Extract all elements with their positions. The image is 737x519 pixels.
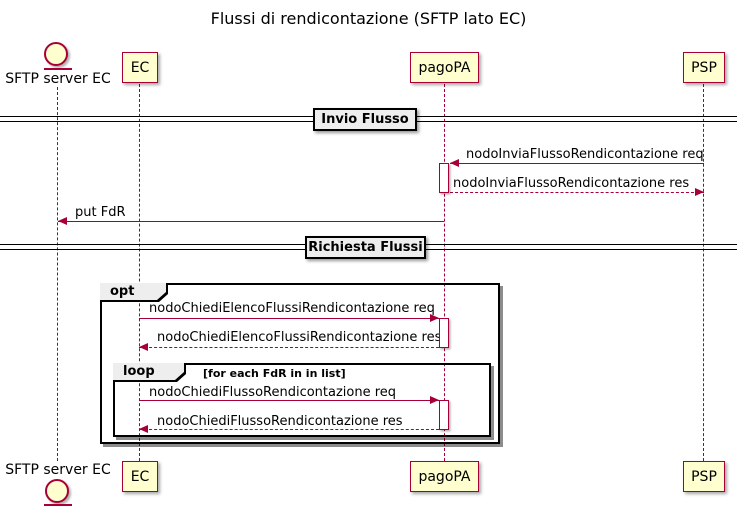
message-line (139, 347, 439, 348)
fragment-loop-keyword: loop (123, 364, 155, 379)
divider-label: Richiesta Flussi (308, 240, 423, 255)
arrowhead-left-icon (139, 425, 148, 433)
participant-pagopa-top: pagoPA (410, 52, 479, 83)
arrowhead-left-icon (58, 217, 67, 225)
message-label: nodoInviaFlussoRendicontazione req (466, 147, 704, 162)
lifeline-sftp-server-ec (57, 87, 58, 461)
participant-label: PSP (691, 59, 717, 76)
participant-pagopa-bottom: pagoPA (410, 461, 479, 492)
participant-label: pagoPA (418, 59, 471, 76)
divider-label: Invio Flusso (321, 112, 409, 127)
fragment-opt: opt (100, 283, 500, 444)
arrowhead-left-icon (139, 343, 148, 351)
fragment-loop: loop [for each FdR in in list] (113, 363, 491, 437)
message-line (58, 221, 444, 222)
lifeline-pagopa (444, 84, 445, 461)
activation-bar-pagopa (439, 400, 449, 430)
participant-label: PSP (691, 468, 717, 485)
participant-label: EC (130, 59, 150, 76)
message-line (139, 318, 439, 319)
message-label: nodoChiediFlussoRendicontazione req (149, 385, 397, 400)
arrowhead-right-icon (695, 188, 704, 196)
fragment-opt-keyword: opt (110, 284, 135, 299)
arrowhead-right-icon (430, 314, 439, 322)
message-label: nodoChiediElencoFlussiRendicontazione re… (149, 301, 435, 316)
message-line (139, 429, 439, 430)
message-label: nodoChiediFlussoRendicontazione res (157, 414, 403, 429)
arrowhead-left-icon (450, 159, 459, 167)
divider-invio-flusso: Invio Flusso (313, 108, 417, 131)
lifeline-psp (703, 84, 704, 461)
participant-sftp-label-bottom: SFTP server EC (5, 462, 111, 478)
participant-ec-top: EC (122, 52, 158, 83)
arrowhead-right-icon (430, 396, 439, 404)
participant-sftp-label-top: SFTP server EC (5, 71, 111, 87)
participant-psp-top: PSP (683, 52, 725, 83)
fragment-loop-guard: [for each FdR in in list] (203, 367, 346, 380)
diagram-title: Flussi di rendicontazione (SFTP lato EC) (210, 9, 527, 28)
participant-ec-bottom: EC (122, 461, 158, 492)
message-label: put FdR (75, 205, 126, 220)
entity-sftp-underline-top (44, 68, 72, 70)
participant-label: pagoPA (418, 468, 471, 485)
divider-richiesta-flussi: Richiesta Flussi (305, 236, 426, 259)
fragment-opt-tab-fill (100, 283, 166, 300)
entity-sftp-circle-top (44, 42, 68, 66)
fragment-loop-tab-fill (113, 363, 184, 380)
entity-sftp-underline-bottom (44, 504, 72, 506)
message-line (450, 163, 704, 164)
message-label: nodoChiediElencoFlussiRendicontazione re… (157, 330, 442, 345)
fragment-opt-tab: opt (100, 283, 168, 302)
lifeline-ec (139, 84, 140, 461)
fragment-loop-tab: loop (113, 363, 186, 382)
message-label: nodoInviaFlussoRendicontazione res (453, 176, 690, 191)
message-line (450, 192, 704, 193)
activation-bar-pagopa (439, 163, 449, 193)
message-line (139, 400, 439, 401)
entity-sftp-circle-bottom (45, 479, 69, 503)
activation-bar-pagopa (439, 318, 449, 348)
participant-label: EC (130, 468, 150, 485)
participant-psp-bottom: PSP (683, 461, 725, 492)
